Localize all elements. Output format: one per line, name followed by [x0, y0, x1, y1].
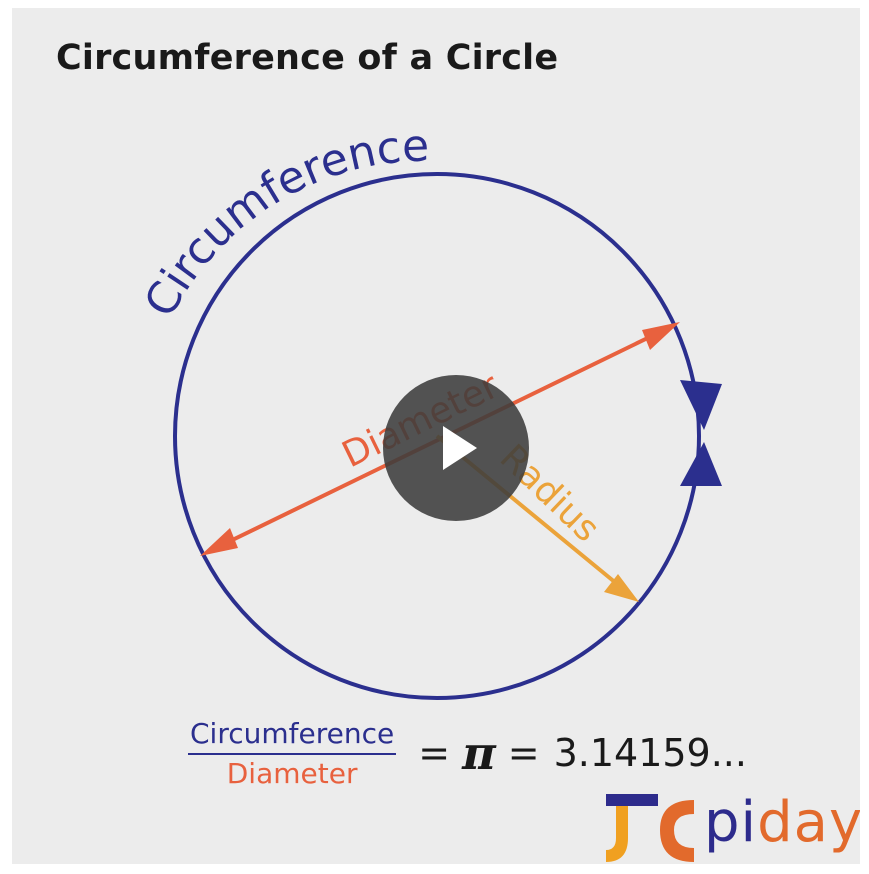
arrow-up-icon: [680, 442, 722, 486]
play-icon[interactable]: [443, 426, 477, 470]
play-button[interactable]: [383, 375, 529, 521]
pi-logo-icon: [606, 794, 694, 862]
diameter-arrow-right-icon: [642, 322, 680, 350]
video-frame[interactable]: Circumference of a Circle Circumference: [12, 8, 860, 864]
pi-formula: Circumference Diameter = π = 3.14159...: [188, 708, 747, 798]
logo-wordmark: piday: [704, 790, 860, 855]
logo-text-day: day: [757, 790, 860, 855]
equals-sign-2: =: [507, 731, 540, 775]
diameter-arrow-left-icon: [200, 528, 238, 556]
equals-sign: =: [418, 731, 451, 775]
piday-logo: piday: [602, 790, 860, 864]
formula-numerator: Circumference: [188, 717, 397, 755]
circle-outline: [173, 172, 701, 700]
formula-fraction: Circumference Diameter: [188, 717, 397, 790]
pi-value: 3.14159...: [553, 731, 747, 775]
page-title: Circumference of a Circle: [56, 38, 559, 78]
arrow-down-icon: [680, 380, 722, 430]
circumference-arrows: [680, 380, 722, 486]
pi-symbol: π: [462, 726, 496, 780]
logo-text-pi: pi: [704, 790, 758, 855]
formula-denominator: Diameter: [226, 756, 358, 790]
radius-arrow-icon: [604, 574, 639, 602]
